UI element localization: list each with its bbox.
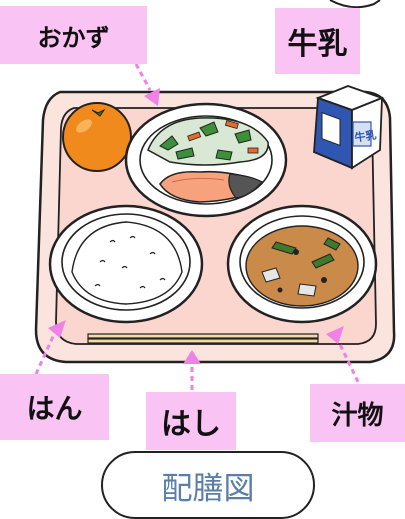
milk-carton-icon <box>313 85 385 170</box>
arrow-okazu <box>134 63 160 106</box>
label-gohan: はん <box>0 374 109 440</box>
label-okazu: おかず <box>0 6 147 64</box>
rice-bowl-icon <box>48 204 204 324</box>
diagram-title: 配膳図 <box>101 451 315 519</box>
miso-soup-bowl-icon <box>226 204 378 324</box>
orange-icon <box>62 102 132 172</box>
label-milk: 牛乳 <box>275 8 360 74</box>
label-shirumono: 汁物 <box>310 384 405 442</box>
carton-label: 牛乳 <box>354 128 378 145</box>
top-frame-curve <box>329 0 381 9</box>
arrow-gohan <box>34 320 66 375</box>
chopsticks-icon <box>87 333 319 344</box>
label-hashi: はし <box>146 392 236 450</box>
arrow-hashi <box>183 350 201 390</box>
arrow-shirumono <box>326 326 364 391</box>
side-dish-plate-icon <box>124 102 288 218</box>
